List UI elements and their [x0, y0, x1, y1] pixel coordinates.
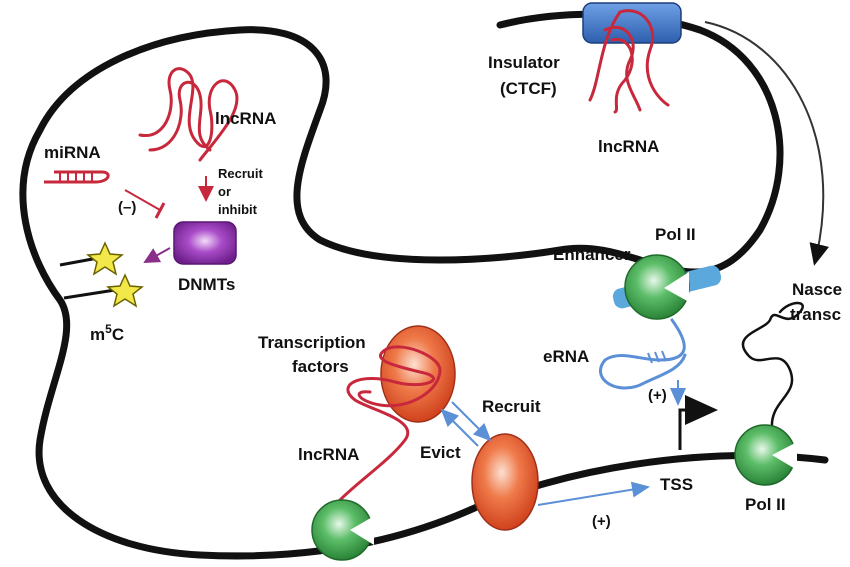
tss-transcription-arrow: [537, 481, 650, 506]
lncrna-ctcf-icon: [588, 9, 670, 114]
tf-label-1: Transcription: [258, 333, 366, 352]
insulator-to-nascent-arrow: [704, 21, 829, 266]
erna-icon: [599, 318, 687, 390]
m5c-label: m5C: [90, 322, 124, 344]
insulator-ctcf-label: (CTCF): [500, 79, 557, 98]
lncrna-top-icon: [138, 67, 239, 162]
mirna-minus-label: (–): [118, 199, 136, 216]
dnmts-label: DNMTs: [178, 275, 235, 294]
recruit-or-inhibit-label-1: Recruit: [218, 166, 263, 181]
tss-arrow: [678, 395, 718, 450]
dnmts-enzyme: [173, 221, 237, 265]
insulator-label: Insulator: [488, 53, 560, 72]
m5c-star-icon-2: [106, 273, 144, 308]
erna-pairing: [647, 350, 667, 364]
evict-arrow: [440, 408, 479, 447]
transcription-factor-upper: [380, 325, 456, 423]
mirna-inhibition-arrow: [124, 189, 166, 219]
lncrna-ctcf-label: lncRNA: [598, 137, 659, 156]
nascent-label-1: Nasce: [792, 280, 842, 299]
tss-plus-label: (+): [592, 513, 611, 530]
nascent-transcript-icon: [741, 301, 804, 430]
erna-plus-label: (+): [648, 387, 667, 404]
lncrna-tf-icon: [338, 345, 442, 502]
recruit-arrow: [451, 401, 492, 442]
pol2-enhancer-icon: [624, 254, 690, 320]
pol2-bottom-icon: [311, 499, 374, 561]
pol2-enhancer-label: Pol II: [655, 225, 696, 244]
transcription-factor-lower: [471, 433, 539, 531]
methyl-bond-1: [59, 256, 99, 267]
mirna-icon: [44, 170, 110, 184]
lncrna-bottom-label: lncRNA: [298, 445, 359, 464]
tss-label: TSS: [660, 475, 693, 494]
lncrna-top-label: lncRNA: [215, 109, 276, 128]
mirna-label: miRNA: [44, 143, 101, 162]
m5c-star-icon-1: [86, 241, 124, 276]
pol2-tss-label: Pol II: [745, 495, 786, 514]
recruit-label: Recruit: [482, 397, 541, 416]
recruit-or-inhibit-label-2: or: [218, 184, 231, 199]
nascent-label-2: transc: [790, 305, 841, 324]
pol2-tss-icon: [734, 424, 797, 486]
recruit-or-inhibit-label-3: inhibit: [218, 202, 258, 217]
enhancer-label: Enhancer: [553, 245, 631, 264]
tf-label-2: factors: [292, 357, 349, 376]
dna-strand: [19, 10, 829, 560]
dnmts-to-m5c-arrow: [143, 247, 171, 263]
evict-label: Evict: [420, 443, 461, 462]
methyl-bond-2: [63, 288, 116, 300]
erna-label: eRNA: [543, 347, 589, 366]
